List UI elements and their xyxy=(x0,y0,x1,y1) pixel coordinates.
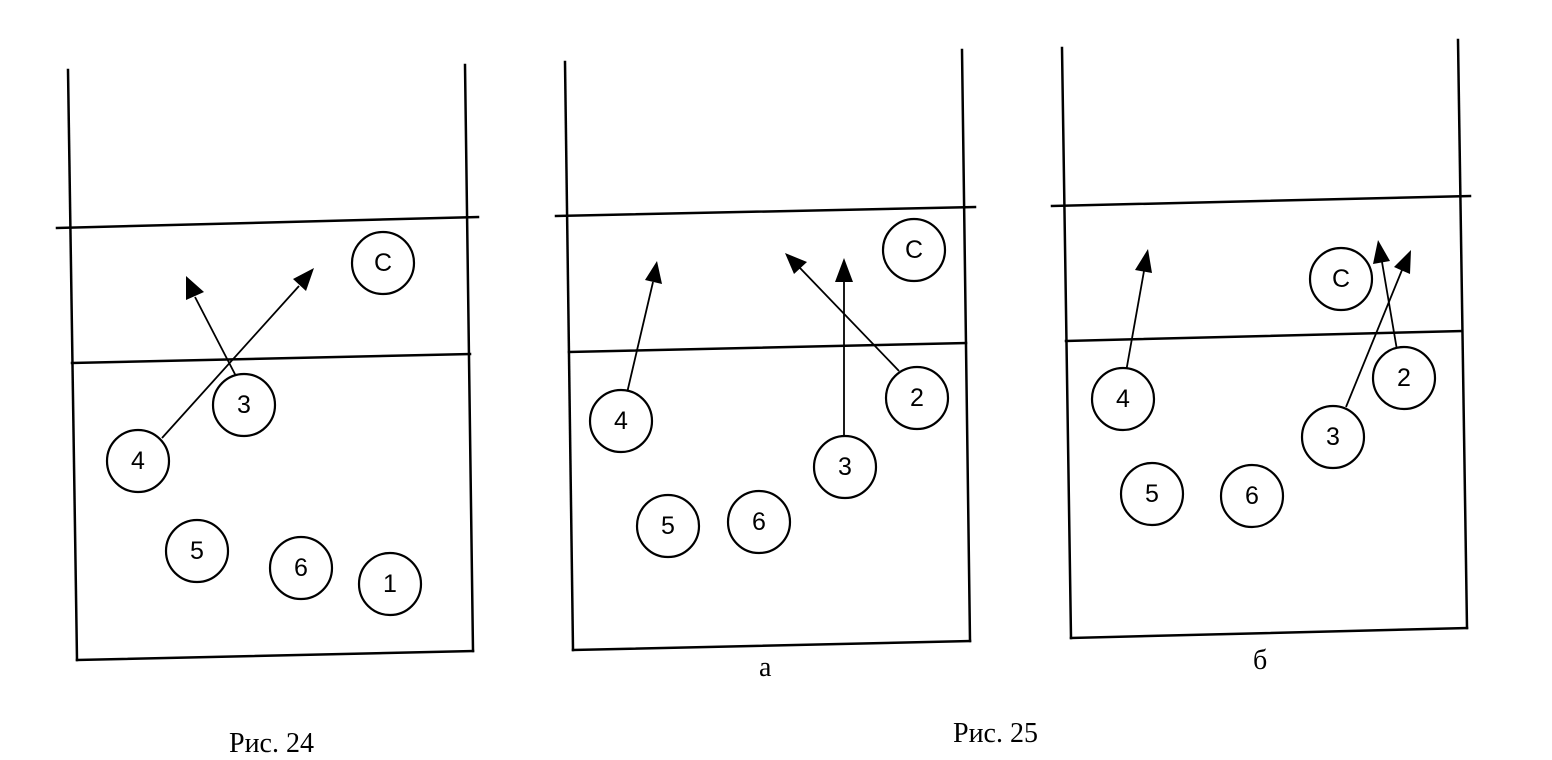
player-setter: C xyxy=(881,217,947,283)
arrow-player-3 xyxy=(186,276,239,381)
player-setter: C xyxy=(1308,246,1374,312)
player-label: 2 xyxy=(1397,364,1411,392)
player-4: 4 xyxy=(588,388,654,454)
player-label: 4 xyxy=(131,447,145,475)
sideline-left xyxy=(563,60,575,652)
sideline-right xyxy=(463,63,475,653)
player-2: 2 xyxy=(884,365,950,431)
players-fig24: C 3 4 5 6 1 xyxy=(105,230,423,617)
sideline-left xyxy=(1060,46,1073,640)
arrow-player-2 xyxy=(1373,240,1398,351)
arrow-player-4 xyxy=(161,268,314,439)
arrow-player-3 xyxy=(1345,250,1411,408)
end-line xyxy=(1069,626,1469,640)
arrow-player-2 xyxy=(785,253,900,372)
player-1: 1 xyxy=(357,551,423,617)
players-fig25a: C 4 2 3 5 6 xyxy=(588,217,950,559)
player-label: 5 xyxy=(661,512,675,540)
court-fig25a xyxy=(554,48,977,652)
player-4: 4 xyxy=(105,428,171,494)
player-5: 5 xyxy=(1119,461,1185,527)
court-fig24 xyxy=(55,63,480,662)
end-line xyxy=(571,639,972,652)
player-2: 2 xyxy=(1371,345,1437,411)
player-3: 3 xyxy=(1300,404,1366,470)
subfigure-label-b: б xyxy=(1253,645,1268,676)
arrow-player-4 xyxy=(626,261,662,394)
player-label: C xyxy=(1332,265,1350,293)
figure-caption-24: Рис. 24 xyxy=(229,728,314,759)
player-label: 4 xyxy=(1116,385,1130,413)
player-6: 6 xyxy=(268,535,334,601)
sideline-left xyxy=(66,68,79,662)
arrows-fig25b xyxy=(1125,240,1411,408)
player-5: 5 xyxy=(635,493,701,559)
attack-line xyxy=(567,341,968,354)
sideline-right xyxy=(1456,38,1469,630)
player-3: 3 xyxy=(211,372,277,438)
player-label: 1 xyxy=(383,570,397,598)
player-label: C xyxy=(905,236,923,264)
player-label: 6 xyxy=(752,508,766,536)
figure-caption-25: Рис. 25 xyxy=(953,718,1038,749)
court-fig25b xyxy=(1050,38,1472,640)
subfigure-label-a: а xyxy=(759,652,772,683)
player-label: 5 xyxy=(1145,480,1159,508)
end-line xyxy=(75,649,475,662)
net-line xyxy=(554,205,977,218)
player-3: 3 xyxy=(812,434,878,500)
player-setter: C xyxy=(350,230,416,296)
sideline-right xyxy=(960,48,972,643)
player-label: 4 xyxy=(614,407,628,435)
net-line xyxy=(55,215,480,230)
player-5: 5 xyxy=(164,518,230,584)
arrow-player-4 xyxy=(1125,249,1152,373)
arrows-fig25a xyxy=(626,253,900,437)
player-label: 6 xyxy=(1245,482,1259,510)
player-label: 3 xyxy=(237,391,251,419)
player-label: 3 xyxy=(1326,423,1340,451)
player-label: 6 xyxy=(294,554,308,582)
player-label: 3 xyxy=(838,453,852,481)
net-line xyxy=(1050,194,1472,208)
arrows-fig24 xyxy=(161,268,314,439)
player-6: 6 xyxy=(726,489,792,555)
player-label: 5 xyxy=(190,537,204,565)
player-4: 4 xyxy=(1090,366,1156,432)
attack-line xyxy=(1064,329,1464,343)
player-label: C xyxy=(374,249,392,277)
players-fig25b: C 4 2 3 5 6 xyxy=(1090,246,1437,529)
player-6: 6 xyxy=(1219,463,1285,529)
attack-line xyxy=(70,352,472,365)
arrow-player-3 xyxy=(835,258,853,437)
player-label: 2 xyxy=(910,384,924,412)
